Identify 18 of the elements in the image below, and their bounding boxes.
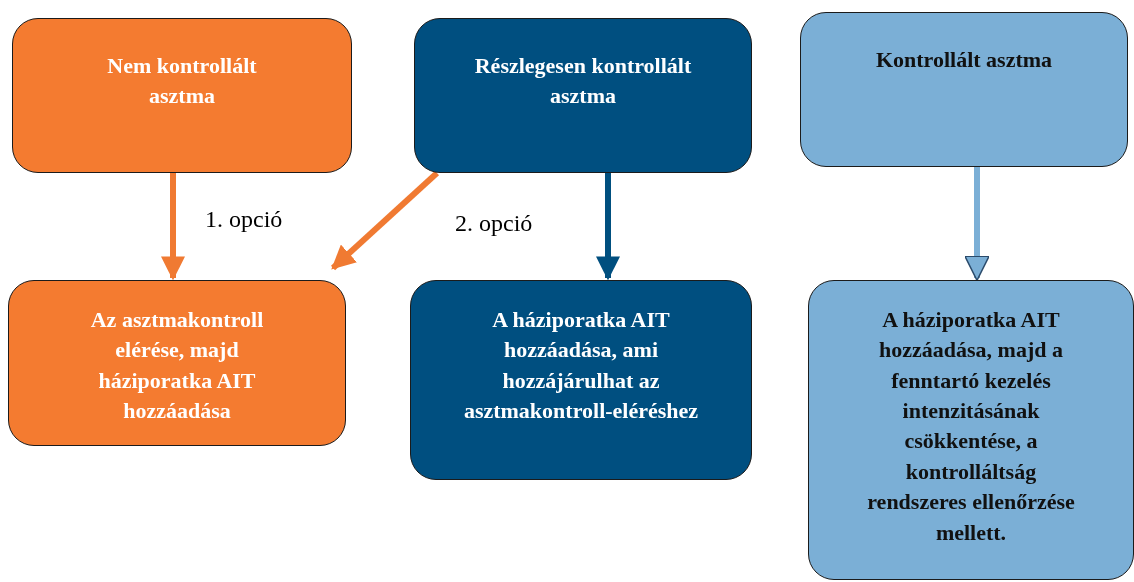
arrow — [161, 173, 185, 281]
rounded-box — [414, 18, 752, 173]
box-text: Az asztmakontroll elérése, majd háziporatka AIT hozzáadása — [89, 306, 265, 426]
box-text: Nem kontrollált asztma — [106, 52, 258, 111]
rounded-box — [410, 280, 752, 480]
box-text: Kontrollált asztma — [875, 46, 1053, 74]
rounded-box — [800, 12, 1128, 167]
box-text: Részlegesen kontrollált asztma — [473, 52, 693, 111]
edge-label: 2. opció — [455, 210, 533, 237]
arrow — [964, 167, 990, 282]
box-text: A háziporatka AIT hozzáadása, ami hozzájárulhat az asztmakontroll-eléréshez — [462, 306, 700, 426]
arrow — [330, 170, 440, 271]
arrow — [596, 173, 620, 281]
edge-label: 1. opció — [205, 206, 283, 233]
box-text: A háziporatka AIT hozzáadása, majd a fenntartó kezelés intenzitásának csökkentése, a kontrolláltság rendszeres ellenőrzése mellett. — [866, 306, 1076, 547]
rounded-box — [8, 280, 346, 446]
rounded-box — [12, 18, 352, 173]
rounded-box — [808, 280, 1134, 580]
